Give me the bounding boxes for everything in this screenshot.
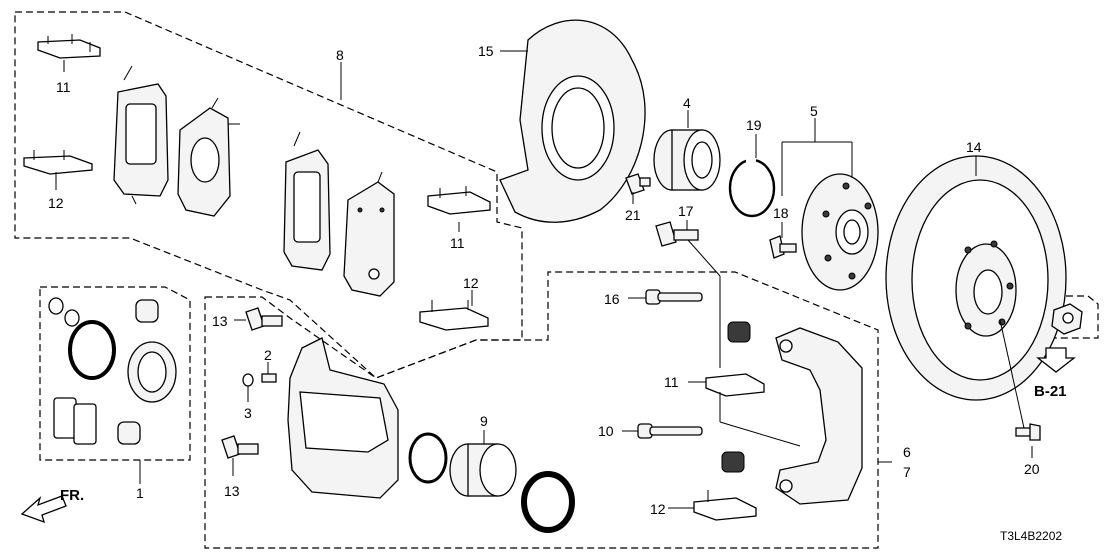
caliper-bolt-part [245,307,283,331]
front-direction-indicator: FR. [20,487,84,524]
hub-nut-part [1051,303,1083,335]
front-arrow-icon [20,495,67,524]
callout-5: 5 [810,103,818,119]
callout-7: 7 [903,464,911,480]
caliper-bolt-part [655,221,699,247]
reference-arrow: B-21 [1034,347,1076,400]
group-6-7-outline [204,271,879,549]
callout-19: 19 [746,117,762,133]
callout-3: 3 [244,405,252,421]
brake-pad-inner-part [177,97,240,217]
wheel-bearing-part [653,129,721,191]
callout-14: 14 [966,139,982,155]
pad-retainer-clip-part [23,150,93,175]
brake-disc-part [885,155,1067,401]
disc-screw-part [1015,423,1041,441]
brake-pad-outer-part [113,65,169,205]
hub-part [801,173,879,291]
bolt-21-part [625,173,651,195]
piston-boot-part [521,471,575,533]
down-arrow-icon [1036,347,1076,373]
guide-pin-part [645,289,703,305]
callout-11: 11 [450,235,465,251]
pad-retainer-clip-part [419,300,489,331]
brake-pad-inner-part [343,171,395,297]
guide-pin-part [637,423,703,439]
callout-12: 12 [463,275,479,291]
callout-11: 11 [664,374,679,390]
front-label: FR. [60,487,84,504]
seal-kit-parts [48,297,177,445]
diagram-code: T3L4B2202 [1000,529,1062,543]
pad-shim-part [705,373,765,397]
leader-lines [55,50,1033,509]
callout-11: 11 [56,79,71,95]
pin-boot-part [721,321,751,473]
callout-13: 13 [212,313,228,329]
callout-9: 9 [480,413,488,429]
callout-2: 2 [264,347,272,363]
callout-21: 21 [625,207,641,223]
callout-12: 12 [48,195,64,211]
pad-retainer-clip-part [693,490,757,521]
piston-part [449,443,517,497]
caliper-body-part [287,337,399,499]
callout-13: 13 [224,483,240,499]
callout-17: 17 [678,203,694,219]
group-1-outline [39,286,191,461]
callout-15: 15 [478,43,494,59]
callout-6: 6 [903,444,911,460]
bleeder-cap-part [242,373,254,387]
callout-4: 4 [683,95,691,111]
pad-shim-part [427,186,491,215]
pad-shim-part [37,34,101,59]
reference-label: B-21 [1034,383,1067,400]
callout-18: 18 [773,205,789,221]
snap-ring-part [728,156,776,218]
splash-guard-part [499,19,646,223]
hub-bolt-part [769,235,797,259]
caliper-bolt-part [221,435,259,459]
callout-8: 8 [336,47,344,63]
piston-seal-part [408,432,448,484]
nut-group-outline [1043,295,1099,339]
callout-20: 20 [1024,461,1040,477]
callout-12: 12 [650,501,666,517]
bleeder-screw-part [261,373,277,383]
callout-16: 16 [604,291,620,307]
caliper-bracket-part [775,327,863,505]
callout-10: 10 [598,423,614,439]
callout-1: 1 [136,485,144,501]
brake-pad-outer-part [283,131,331,271]
